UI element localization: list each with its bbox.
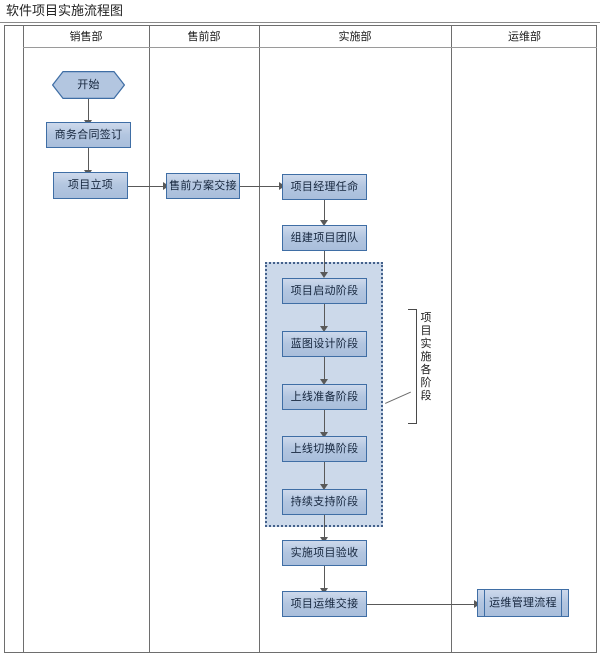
connector-cutover-to-support — [324, 462, 325, 486]
predefined-process-bar-right — [561, 590, 562, 616]
header-divider — [23, 47, 597, 48]
node-project-setup[interactable]: 项目立项 — [53, 172, 128, 199]
arrowhead-support — [320, 484, 328, 490]
arrowhead-kickoff — [320, 272, 328, 278]
node-contract[interactable]: 商务合同签订 — [46, 122, 131, 148]
connector-pm-to-team — [324, 200, 325, 222]
node-ops-handoff[interactable]: 项目运维交接 — [282, 591, 367, 617]
phase-group-bracket — [408, 309, 417, 424]
node-ops-process-label: 运维管理流程 — [489, 597, 557, 609]
node-phase-blueprint[interactable]: 蓝图设计阶段 — [282, 331, 367, 357]
connector-blueprint-to-prep — [324, 357, 325, 381]
swimlane-table: 销售部 售前部 实施部 运维部 — [4, 25, 597, 653]
connector-presales-to-pm — [240, 186, 282, 187]
lane-header-delivery: 实施部 — [338, 31, 372, 43]
connector-start-to-contract — [88, 99, 89, 122]
arrowhead-team-build — [320, 220, 328, 226]
lane-header-presales: 售前部 — [187, 31, 221, 43]
node-pm-appoint[interactable]: 项目经理任命 — [282, 174, 367, 200]
arrowhead-cutover — [320, 432, 328, 438]
lane-header-operations: 运维部 — [508, 31, 541, 43]
lane-divider-3 — [451, 26, 452, 652]
node-start-label: 开始 — [77, 79, 100, 91]
predefined-process-bar-left — [484, 590, 485, 616]
node-phase-prep[interactable]: 上线准备阶段 — [282, 384, 367, 410]
node-phase-support[interactable]: 持续支持阶段 — [282, 489, 367, 515]
node-start[interactable]: 开始 — [52, 71, 125, 99]
node-presales-handoff[interactable]: 售前方案交接 — [166, 173, 240, 199]
node-team-build[interactable]: 组建项目团队 — [282, 225, 367, 251]
lane-divider-0 — [23, 26, 24, 652]
connector-team-to-kickoff — [324, 251, 325, 275]
arrowhead-prep — [320, 379, 328, 385]
connector-handoff-to-ops-process — [367, 604, 477, 605]
node-acceptance[interactable]: 实施项目验收 — [282, 540, 367, 566]
connector-kickoff-to-blueprint — [324, 304, 325, 328]
lane-header-sales: 销售部 — [69, 31, 103, 43]
lane-divider-1 — [149, 26, 150, 652]
connector-acceptance-to-handoff — [324, 566, 325, 590]
connector-prep-to-cutover — [324, 410, 325, 434]
node-phase-kickoff[interactable]: 项目启动阶段 — [282, 278, 367, 304]
connector-setup-to-presales — [128, 186, 166, 187]
arrowhead-blueprint — [320, 326, 328, 332]
node-phase-cutover[interactable]: 上线切换阶段 — [282, 436, 367, 462]
title-divider — [0, 22, 600, 23]
hexagon-icon — [52, 71, 125, 99]
lane-divider-2 — [259, 26, 260, 652]
page-title: 软件项目实施流程图 — [6, 3, 124, 18]
phase-group-annotation-label: 项目实施各阶段 — [420, 312, 432, 402]
node-ops-process[interactable]: 运维管理流程 — [477, 589, 569, 617]
connector-support-to-acceptance — [324, 515, 325, 539]
connector-contract-to-setup — [88, 148, 89, 172]
